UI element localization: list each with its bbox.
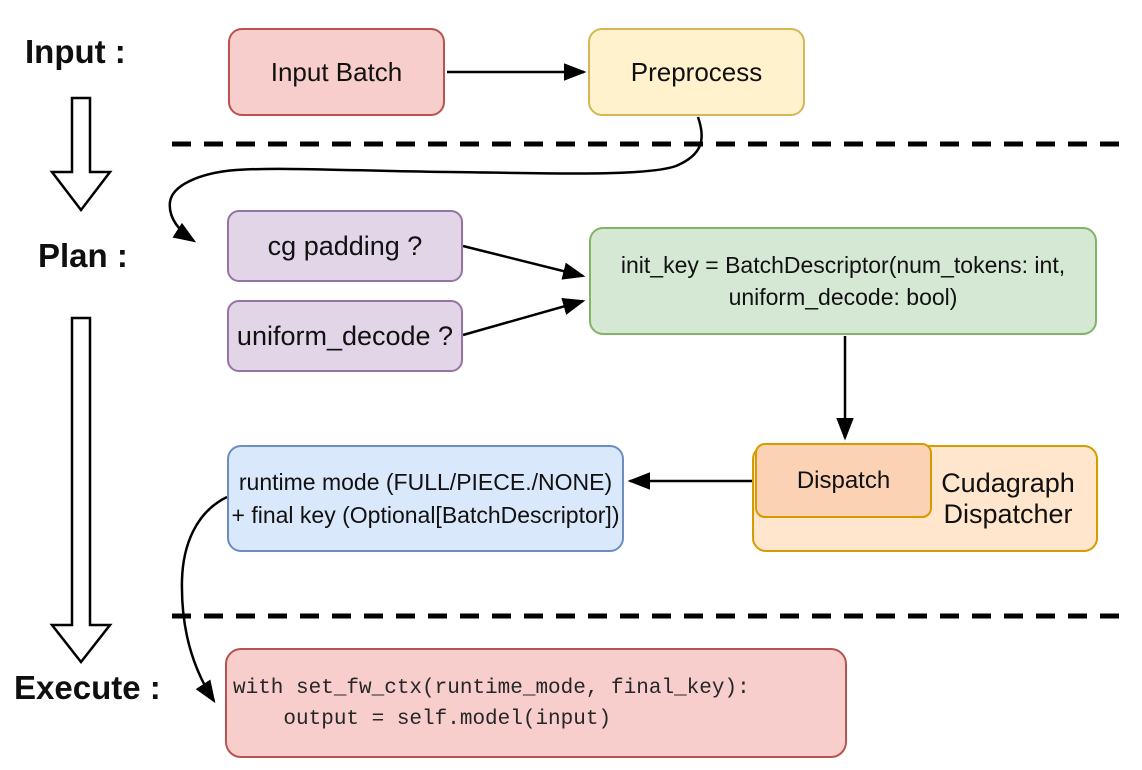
execute-code-line1: with set_fw_ctx(runtime_mode, final_key)… <box>233 677 750 700</box>
stage-label-plan: Plan : <box>38 237 128 274</box>
node-init-key-line1: init_key = BatchDescriptor(num_tokens: i… <box>620 252 1066 278</box>
node-init-key: init_key = BatchDescriptor(num_tokens: i… <box>589 227 1097 335</box>
node-input-batch-label: Input Batch <box>270 56 403 87</box>
node-runtime-result-line2: + final key (Optional[BatchDescriptor]) <box>231 501 620 528</box>
node-uniform-decode: uniform_decode ? <box>227 300 463 372</box>
node-preprocess: Preprocess <box>588 28 805 116</box>
node-runtime-result-line1: runtime mode (FULL/PIECE./NONE) <box>238 468 613 495</box>
node-cudagraph-dispatcher-label: Cudagraph Dispatcher <box>941 467 1075 529</box>
connector-cgpadding-to-initkey <box>462 244 586 280</box>
node-runtime-result: runtime mode (FULL/PIECE./NONE) + final … <box>227 445 624 552</box>
node-cg-padding-label: cg padding ? <box>267 230 423 261</box>
execute-code-line2: output = self.model(input) <box>233 708 612 731</box>
connector-runtime-to-execute-curve <box>180 495 228 704</box>
hollow-arrow-plan-to-execute <box>49 316 113 665</box>
node-dispatch-label: Dispatch <box>796 466 891 494</box>
connector-preprocess-to-plan-curve <box>168 116 703 243</box>
node-cg-padding: cg padding ? <box>227 210 463 282</box>
node-execute-code: with set_fw_ctx(runtime_mode, final_key)… <box>225 648 847 758</box>
stage-label-input: Input : <box>25 33 126 70</box>
node-input-batch: Input Batch <box>228 28 445 116</box>
hollow-arrow-input-to-plan <box>49 96 113 213</box>
node-init-key-line2: uniform_decode: bool) <box>728 284 958 310</box>
connector-uniformdecode-to-initkey <box>462 298 586 337</box>
node-dispatch: Dispatch <box>755 443 932 518</box>
node-uniform-decode-label: uniform_decode ? <box>236 320 454 351</box>
stage-label-execute: Execute : <box>14 669 161 706</box>
node-preprocess-label: Preprocess <box>630 56 763 87</box>
